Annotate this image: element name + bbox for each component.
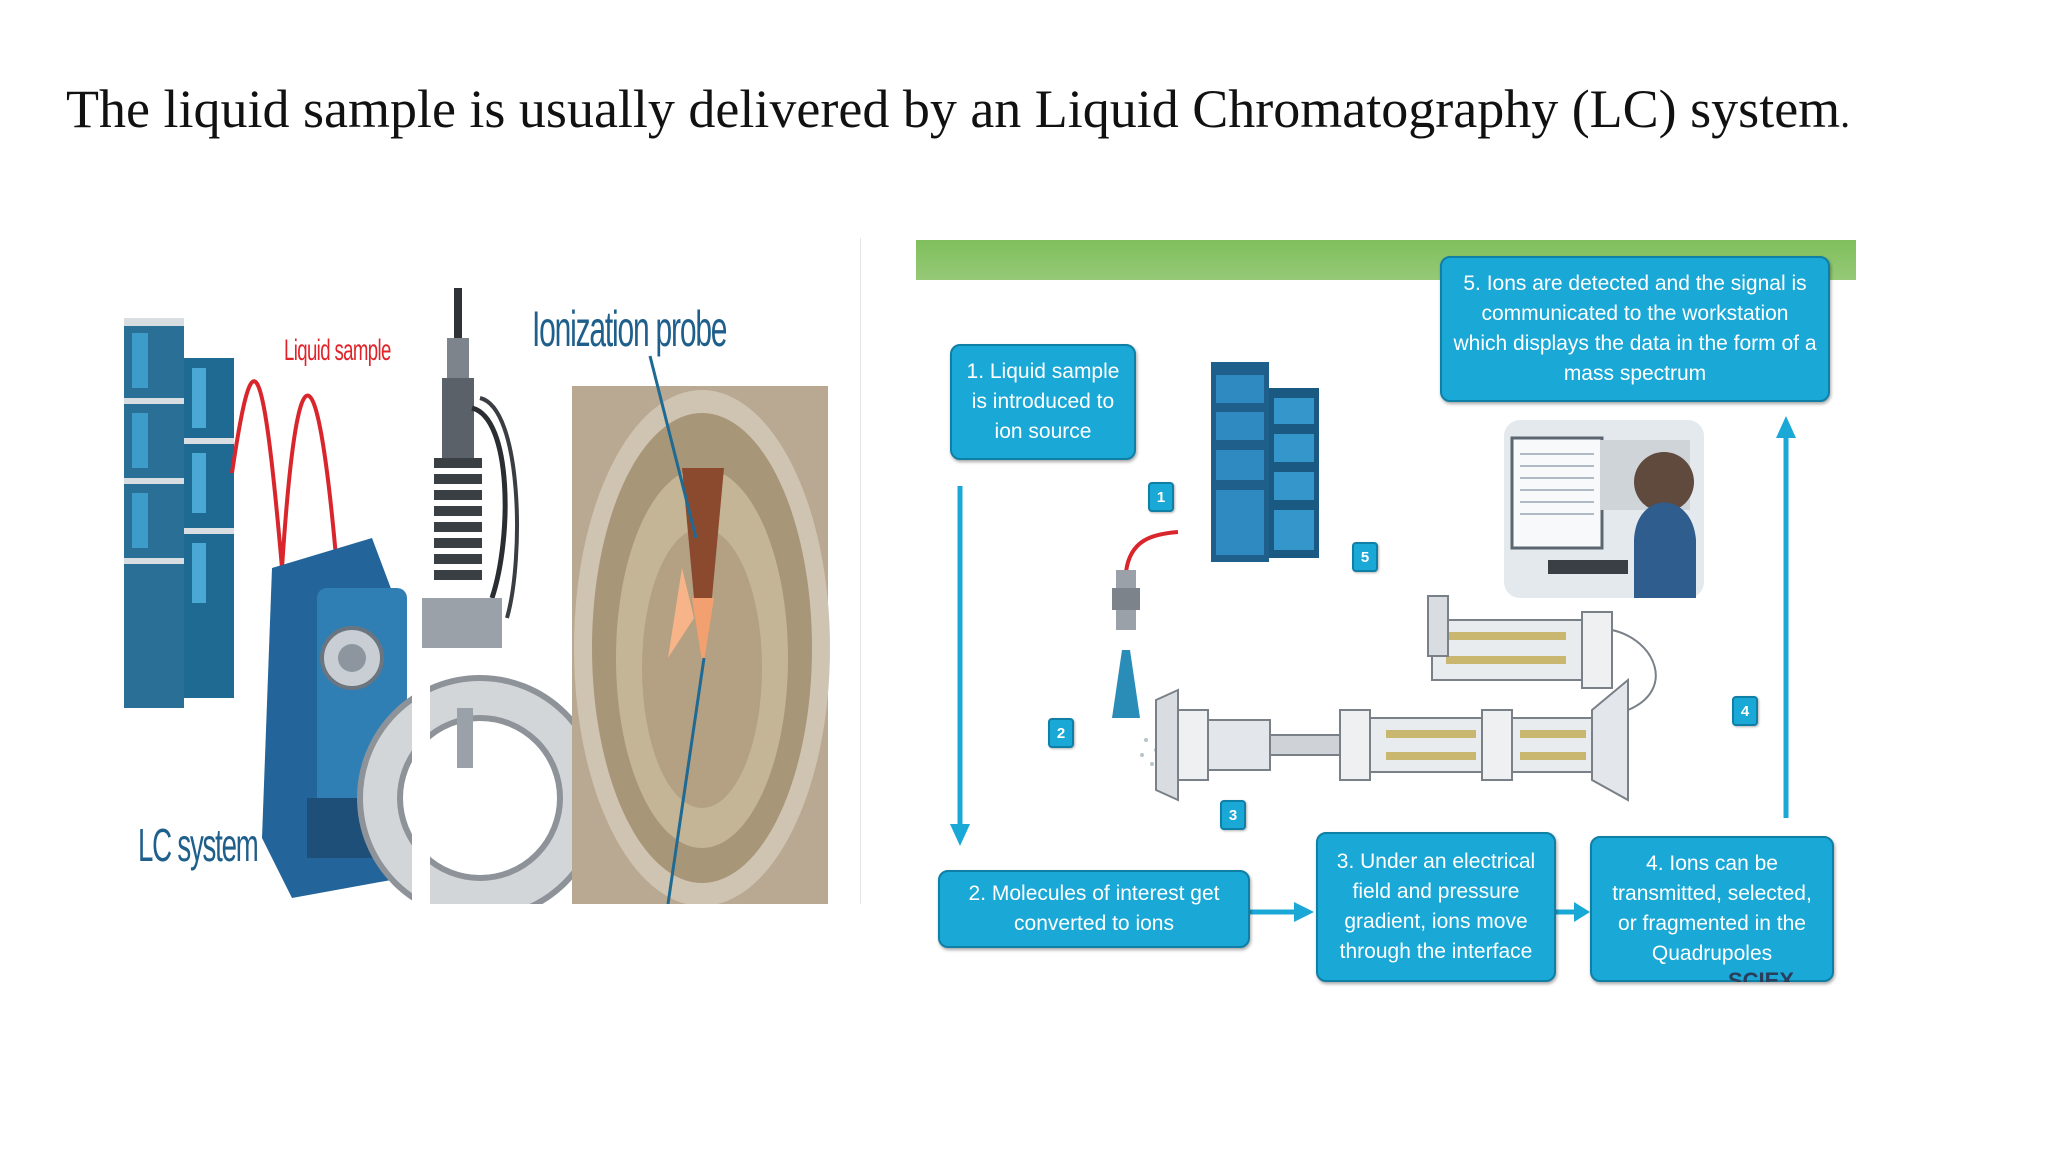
step-4-badge: 4 bbox=[1732, 696, 1758, 726]
ionization-probe-label: Ionization probe bbox=[532, 301, 727, 357]
sample-tube bbox=[1124, 530, 1179, 573]
lc-system-photo-composite: Liquid sample Ionization probe LC system bbox=[112, 238, 861, 904]
up-arrow-head bbox=[1776, 416, 1796, 438]
step-2-badge: 2 bbox=[1048, 718, 1074, 748]
step-4-box: 4. Ions can be transmitted, selected, or… bbox=[1590, 836, 1834, 982]
step-5-box: 5. Ions are detected and the signal is c… bbox=[1440, 256, 1830, 402]
step-2-box: 2. Molecules of interest get converted t… bbox=[938, 870, 1250, 948]
lc-system-illustration bbox=[124, 288, 830, 904]
probe-pointer-line bbox=[648, 355, 698, 539]
ms-workflow-diagram: 1. Liquid sample is introduced to ion so… bbox=[916, 240, 1856, 984]
slide-title-period: . bbox=[1840, 91, 1851, 136]
sciex-logo: SCIEX bbox=[1728, 968, 1795, 982]
step-1-box: 1. Liquid sample is introduced to ion so… bbox=[950, 344, 1136, 460]
down-arrow-head bbox=[950, 824, 970, 846]
spray-plume bbox=[1112, 650, 1140, 718]
lc-instrument-graphic bbox=[1211, 362, 1319, 562]
step-5-badge: 5 bbox=[1352, 542, 1378, 572]
step-3-box: 3. Under an electrical field and pressur… bbox=[1316, 832, 1556, 982]
workflow-artwork bbox=[950, 362, 1796, 922]
liquid-sample-label: Liquid sample bbox=[284, 334, 391, 367]
mass-spec-graphic bbox=[1155, 595, 1657, 802]
right-arrow-1-head bbox=[1294, 902, 1314, 922]
step-1-badge: 1 bbox=[1148, 482, 1174, 512]
lc-system-label: LC system bbox=[138, 819, 259, 871]
slide-title-text: The liquid sample is usually delivered b… bbox=[66, 79, 1841, 139]
step-3-badge: 3 bbox=[1220, 800, 1246, 830]
liquid-sample-line bbox=[230, 379, 339, 569]
slide-title: The liquid sample is usually delivered b… bbox=[66, 78, 1850, 140]
right-arrow-2-head bbox=[1574, 902, 1590, 922]
